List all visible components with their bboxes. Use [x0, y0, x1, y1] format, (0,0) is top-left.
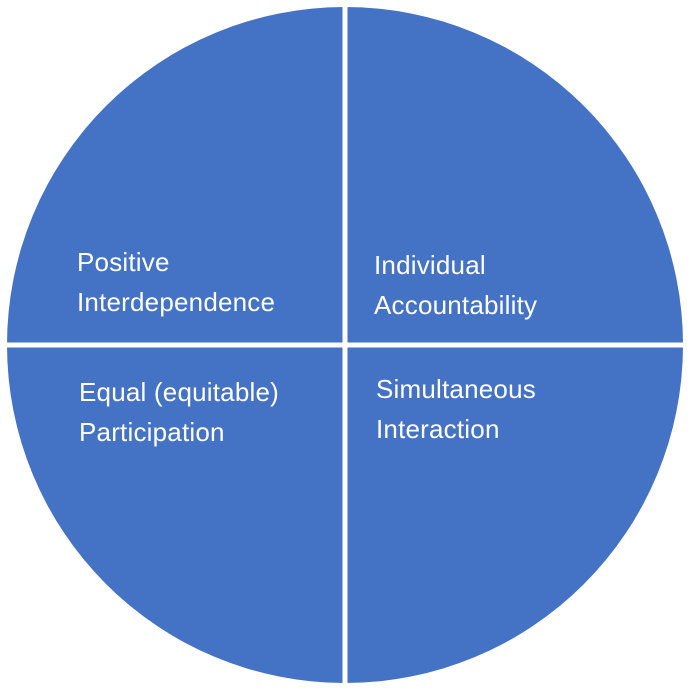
quadrant-bottom-left-line1: Equal (equitable) — [79, 377, 279, 407]
quadrant-top-right-shape — [345, 7, 683, 345]
quadrant-bottom-left-label: Equal (equitable) Participation — [79, 372, 279, 452]
quadrant-bottom-right-shape — [345, 345, 683, 683]
quadrant-bottom-right-label: Simultaneous Interaction — [376, 369, 536, 449]
quadrant-top-left-line2: Interdependence — [77, 287, 276, 317]
quadrant-top-left-label: Positive Interdependence — [77, 242, 275, 322]
quadrant-bottom-left-line2: Participation — [79, 417, 225, 447]
quadrant-top-left-line1: Positive — [77, 247, 170, 277]
quadrant-bottom-right-line1: Simultaneous — [376, 374, 536, 404]
quadrant-top-right-line1: Individual — [374, 250, 486, 280]
quadrant-top-right-label: Individual Accountability — [374, 245, 537, 325]
quadrant-top-left-shape — [7, 7, 345, 345]
quadrant-top-right-line2: Accountability — [374, 290, 538, 320]
quadrant-bottom-right-line2: Interaction — [376, 414, 500, 444]
quadrant-bottom-left-shape — [7, 345, 345, 683]
